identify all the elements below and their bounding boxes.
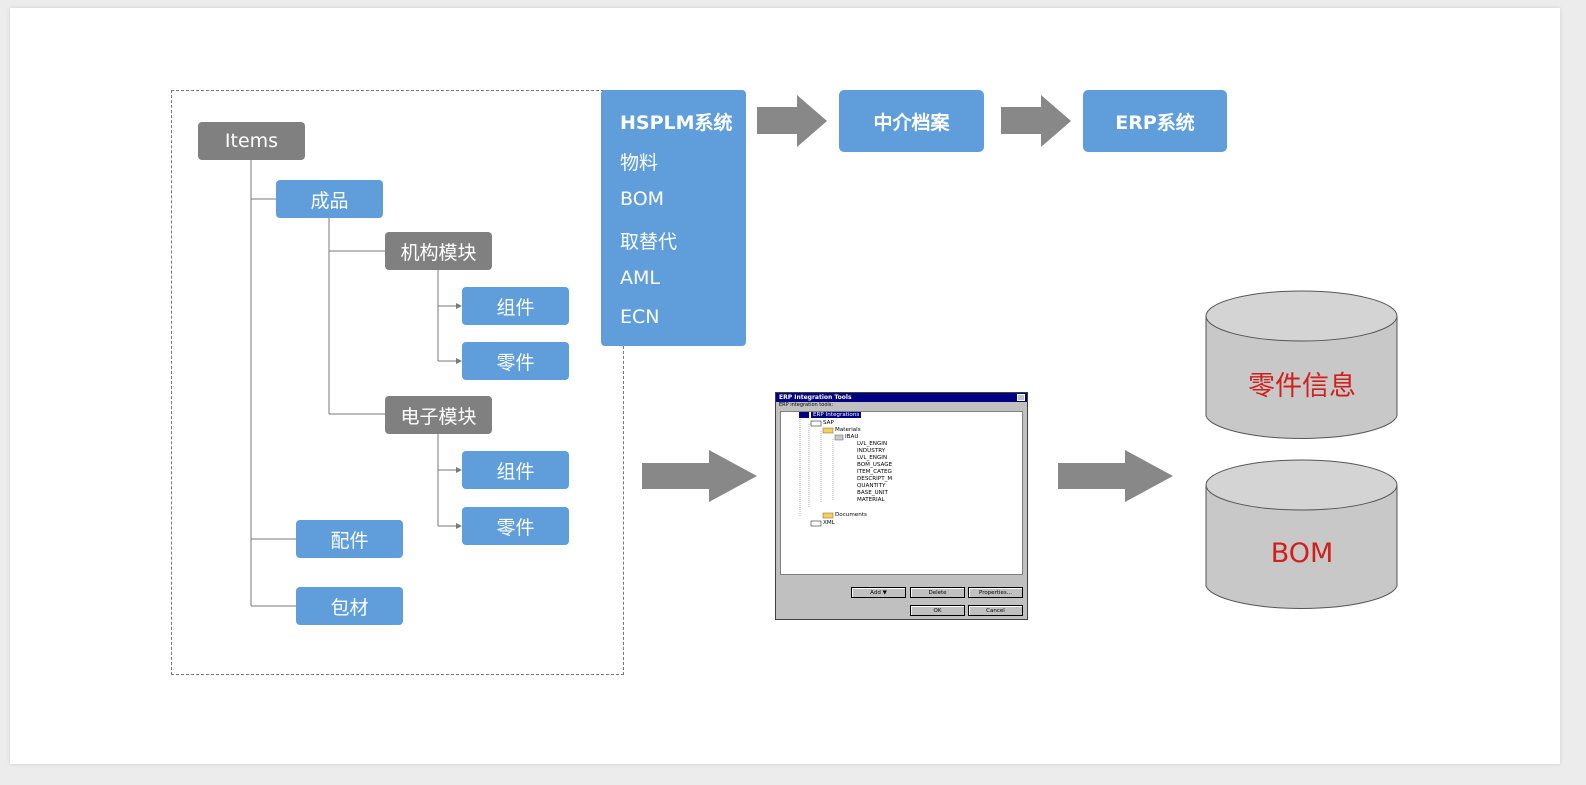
dialog-titlebar: ERP Integration Tools <box>776 393 1027 402</box>
dialog-tree[interactable]: ERP Integrations SAP Materials IBAU LVL_… <box>780 411 1023 575</box>
database-bom-body <box>1205 485 1398 609</box>
erp-integration-dialog: ERP Integration Tools ERP integration to… <box>775 392 1028 620</box>
erp-system-box: ERP系统 <box>1083 90 1227 152</box>
tree-node-packaging: 包材 <box>296 587 403 625</box>
tree-node-elec-module: 电子模块 <box>385 396 492 434</box>
hsplm-item-aml: AML <box>620 266 660 289</box>
item-tree-boundary <box>171 90 624 675</box>
hsplm-item-bom: BOM <box>620 187 665 210</box>
dialog-tree-item[interactable]: ITEM_CATEG <box>857 469 892 475</box>
delete-button[interactable]: Delete <box>910 587 965 598</box>
dialog-tree-item[interactable]: Materials <box>835 427 861 433</box>
dialog-tree-item[interactable]: SAP <box>823 420 834 426</box>
tree-node-elec-part: 零件 <box>462 507 569 545</box>
dialog-tree-item[interactable]: LVL_ENGIN <box>857 455 888 461</box>
hsplm-title: HSPLM系统 <box>620 112 733 134</box>
hsplm-item-material: 物料 <box>620 152 659 174</box>
cancel-button[interactable]: Cancel <box>968 605 1023 616</box>
arrow-hsplm-to-intermediate <box>757 95 827 147</box>
hsplm-item-substitute: 取替代 <box>620 231 678 254</box>
dialog-tree-item[interactable]: MATERIAL <box>857 497 885 503</box>
arrow-dialog-to-db <box>1058 450 1173 502</box>
tree-node-mech-module: 机构模块 <box>385 232 492 270</box>
dialog-tree-lines <box>799 412 844 527</box>
properties-button[interactable]: Properties... <box>968 587 1023 598</box>
dialog-tree-item[interactable]: QUANTITY <box>857 483 886 489</box>
tree-node-mech-part: 零件 <box>462 342 569 380</box>
dialog-tree-item[interactable]: LVL_ENGIN <box>857 441 888 447</box>
database-bom-top <box>1205 459 1398 511</box>
database-parts-top <box>1205 290 1398 342</box>
arrow-tree-to-dialog <box>642 450 757 502</box>
ok-button[interactable]: OK <box>910 605 965 616</box>
dialog-tree-item[interactable]: XML <box>823 520 835 526</box>
dialog-tree-item[interactable]: DESCRIPT_M <box>857 476 893 482</box>
tree-node-items: Items <box>198 122 305 160</box>
dialog-tree-item[interactable]: INDUSTRY <box>857 448 886 454</box>
close-icon[interactable] <box>1017 394 1025 401</box>
database-parts-label: 零件信息 <box>1248 371 1356 402</box>
add-button[interactable]: Add ▼ <box>851 587 906 598</box>
dialog-label: ERP integration tools: <box>779 402 834 408</box>
database-parts-body <box>1205 316 1398 439</box>
dialog-tree-item[interactable]: IBAU <box>845 434 859 440</box>
hsplm-system-box: HSPLM系统 物料 BOM 取替代 AML ECN <box>601 90 746 346</box>
tree-node-elec-assembly: 组件 <box>462 451 569 489</box>
dialog-tree-item[interactable]: Documents <box>835 512 867 518</box>
intermediate-file-box: 中介档案 <box>839 90 984 152</box>
dialog-tree-item[interactable]: ERP Integrations <box>811 412 862 418</box>
arrow-intermediate-to-erp <box>1001 95 1071 147</box>
dialog-tree-item[interactable]: BASE_UNIT <box>857 490 888 496</box>
tree-node-mech-assembly: 组件 <box>462 287 569 325</box>
database-bom-label: BOM <box>1270 538 1334 569</box>
hsplm-item-ecn: ECN <box>620 306 660 329</box>
dialog-title: ERP Integration Tools <box>779 394 852 401</box>
tree-node-accessory: 配件 <box>296 520 403 558</box>
dialog-tree-item[interactable]: BOM_USAGE <box>857 462 893 468</box>
tree-node-finished-goods: 成品 <box>276 180 383 218</box>
